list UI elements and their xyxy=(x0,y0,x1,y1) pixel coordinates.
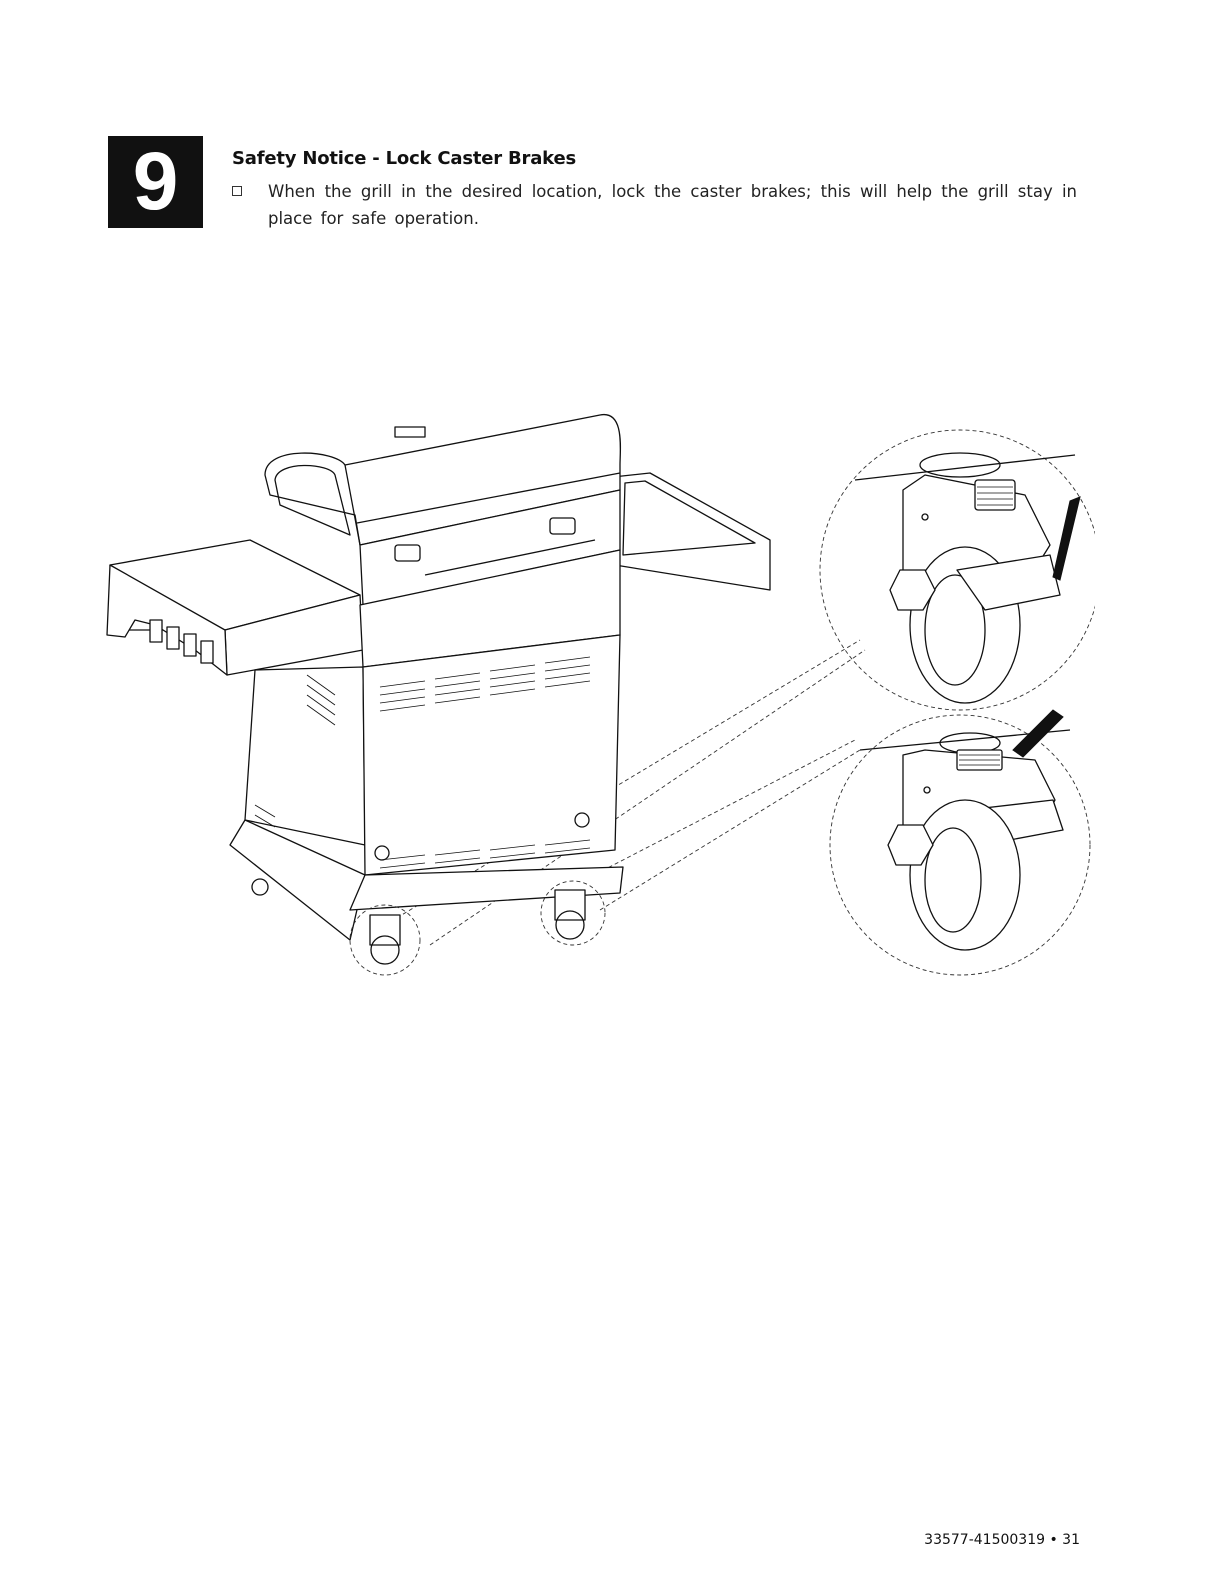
page-footer: 33577-41500319 • 31 xyxy=(900,1532,1080,1548)
caster-detail-unlocked xyxy=(820,430,1095,710)
instruction-item: When the grill in the desired location, … xyxy=(232,178,1077,232)
grill-caster-illustration xyxy=(95,405,1095,995)
caster-detail-locked xyxy=(830,710,1090,975)
step-number-badge: 9 xyxy=(108,136,203,228)
step-title: Safety Notice - Lock Caster Brakes xyxy=(232,148,576,169)
checkbox-icon[interactable] xyxy=(232,186,242,196)
instruction-text: When the grill in the desired location, … xyxy=(268,178,1077,232)
step-number: 9 xyxy=(133,141,179,223)
grill-drawing xyxy=(107,415,770,975)
